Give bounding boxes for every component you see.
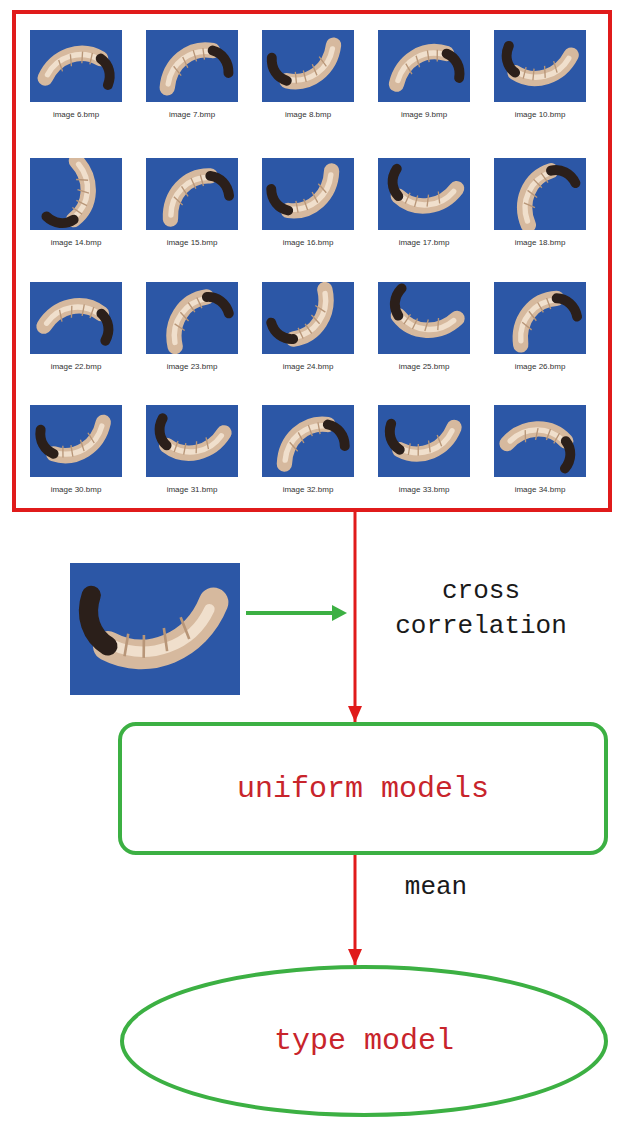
shrimp-thumbnail bbox=[30, 30, 122, 102]
image-caption: image 18.bmp bbox=[494, 238, 586, 247]
image-caption: image 14.bmp bbox=[30, 238, 122, 247]
shrimp-thumbnail bbox=[378, 158, 470, 230]
shrimp-thumbnail bbox=[146, 30, 238, 102]
shrimp-thumbnail bbox=[146, 158, 238, 230]
shrimp-thumbnail bbox=[494, 405, 586, 477]
shrimp-thumbnail bbox=[378, 282, 470, 354]
image-caption: image 24.bmp bbox=[262, 362, 354, 371]
shrimp-thumbnail bbox=[30, 282, 122, 354]
shrimp-thumbnail bbox=[30, 158, 122, 232]
shrimp-thumbnail bbox=[262, 282, 354, 354]
shrimp-thumbnail bbox=[262, 158, 354, 230]
flow-arrow bbox=[354, 855, 357, 965]
edge-label: cross correlation bbox=[378, 574, 584, 644]
image-caption: image 22.bmp bbox=[30, 362, 122, 371]
shrimp-thumbnail bbox=[494, 30, 586, 102]
image-caption: image 15.bmp bbox=[146, 238, 238, 247]
shrimp-thumbnail bbox=[378, 30, 470, 102]
image-caption: image 23.bmp bbox=[146, 362, 238, 371]
image-panel: image 6.bmp image 7.bmp image 8.bmp image 9… bbox=[12, 10, 612, 512]
shrimp-thumbnail bbox=[494, 158, 586, 230]
result-ellipse: type model bbox=[120, 965, 608, 1117]
image-caption: image 25.bmp bbox=[378, 362, 470, 371]
image-caption: image 10.bmp bbox=[494, 110, 586, 119]
process-box: uniform models bbox=[118, 722, 608, 855]
shrimp-thumbnail bbox=[262, 30, 354, 102]
shrimp-thumbnail bbox=[146, 282, 238, 354]
sample-image bbox=[70, 563, 240, 695]
input-arrow bbox=[246, 611, 333, 615]
image-caption: image 17.bmp bbox=[378, 238, 470, 247]
image-caption: image 34.bmp bbox=[494, 485, 586, 494]
shrimp-thumbnail bbox=[378, 405, 470, 477]
image-caption: image 6.bmp bbox=[30, 110, 122, 119]
image-caption: image 7.bmp bbox=[146, 110, 238, 119]
shrimp-thumbnail bbox=[30, 405, 122, 477]
image-caption: image 30.bmp bbox=[30, 485, 122, 494]
image-caption: image 32.bmp bbox=[262, 485, 354, 494]
node-label: type model bbox=[274, 1024, 454, 1058]
image-caption: image 8.bmp bbox=[262, 110, 354, 119]
image-caption: image 31.bmp bbox=[146, 485, 238, 494]
shrimp-thumbnail bbox=[494, 282, 586, 354]
image-caption: image 16.bmp bbox=[262, 238, 354, 247]
node-label: uniform models bbox=[237, 772, 489, 806]
image-caption: image 9.bmp bbox=[378, 110, 470, 119]
shrimp-thumbnail bbox=[146, 405, 238, 477]
edge-label: mean bbox=[378, 870, 494, 905]
flow-arrow bbox=[354, 512, 357, 722]
input-arrow-head bbox=[332, 605, 347, 621]
shrimp-thumbnail bbox=[262, 405, 354, 477]
image-caption: image 33.bmp bbox=[378, 485, 470, 494]
image-caption: image 26.bmp bbox=[494, 362, 586, 371]
